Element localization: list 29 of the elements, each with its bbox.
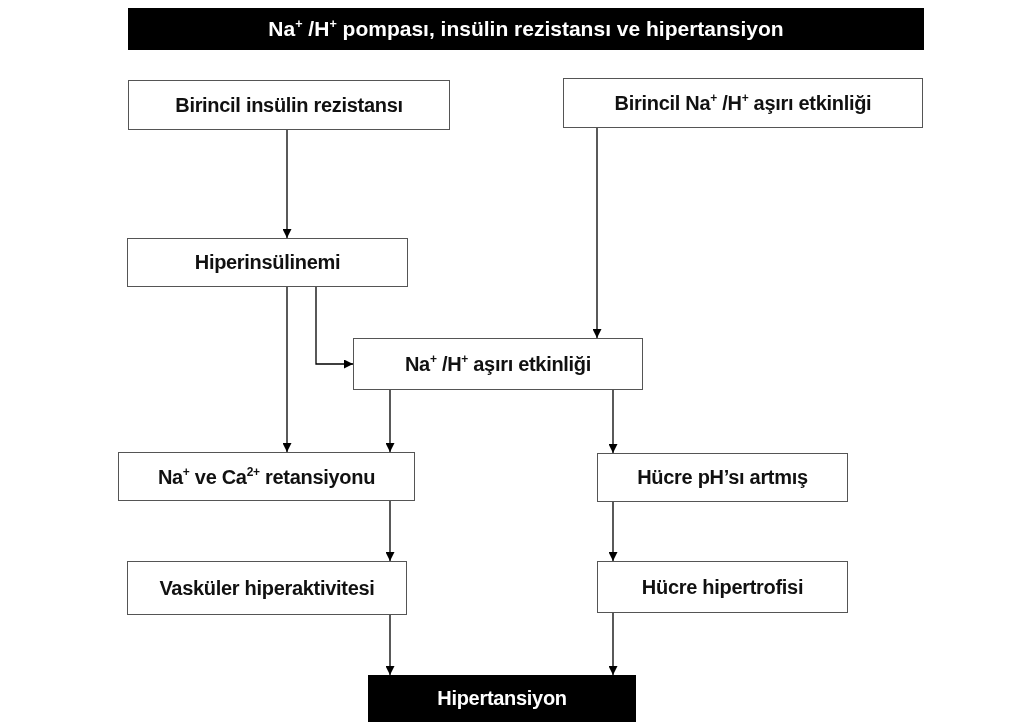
- process-box: [118, 452, 415, 501]
- title: Na$^{+}$ /H$^{+}$ pompası, insülin rezistansı ve hipertansiyon: [268, 17, 784, 41]
- box-label: Hücre pH’sı artmış: [637, 466, 808, 489]
- arrow: [315, 286, 354, 369]
- arrow: [608, 389, 618, 454]
- box-label: Hücre hipertrofisi: [641, 575, 804, 599]
- arrow: [385, 614, 395, 676]
- process-box: [128, 80, 450, 130]
- arrow: [385, 389, 395, 453]
- box-label: Na$^{+}$ /H$^{+}$ aşırı etkinliği: [404, 352, 592, 376]
- box-label: Birincil Na$^{+}$ /H$^{+}$ aşırı etkinliği: [614, 91, 872, 115]
- process-box: [597, 561, 848, 613]
- process-box: [353, 338, 643, 390]
- box-label: Hipertansiyon: [437, 687, 567, 710]
- box-label: Na$^{+}$ ve Ca$^{2+}$ retansiyonu: [157, 464, 376, 489]
- box-label: Hiperinsülinemi: [194, 251, 341, 274]
- process-box: [597, 453, 848, 502]
- outcome-box: [368, 675, 636, 722]
- arrow: [592, 127, 602, 339]
- arrow: [282, 286, 292, 453]
- arrow: [608, 612, 618, 676]
- box-label: Birincil insülin rezistansı: [175, 93, 403, 117]
- box-label: Vasküler hiperaktivitesi: [159, 576, 375, 600]
- process-box: [127, 561, 407, 615]
- process-box: [563, 78, 923, 128]
- arrow: [608, 501, 618, 562]
- arrow: [282, 129, 292, 239]
- process-box: [127, 238, 408, 287]
- arrow: [385, 500, 395, 562]
